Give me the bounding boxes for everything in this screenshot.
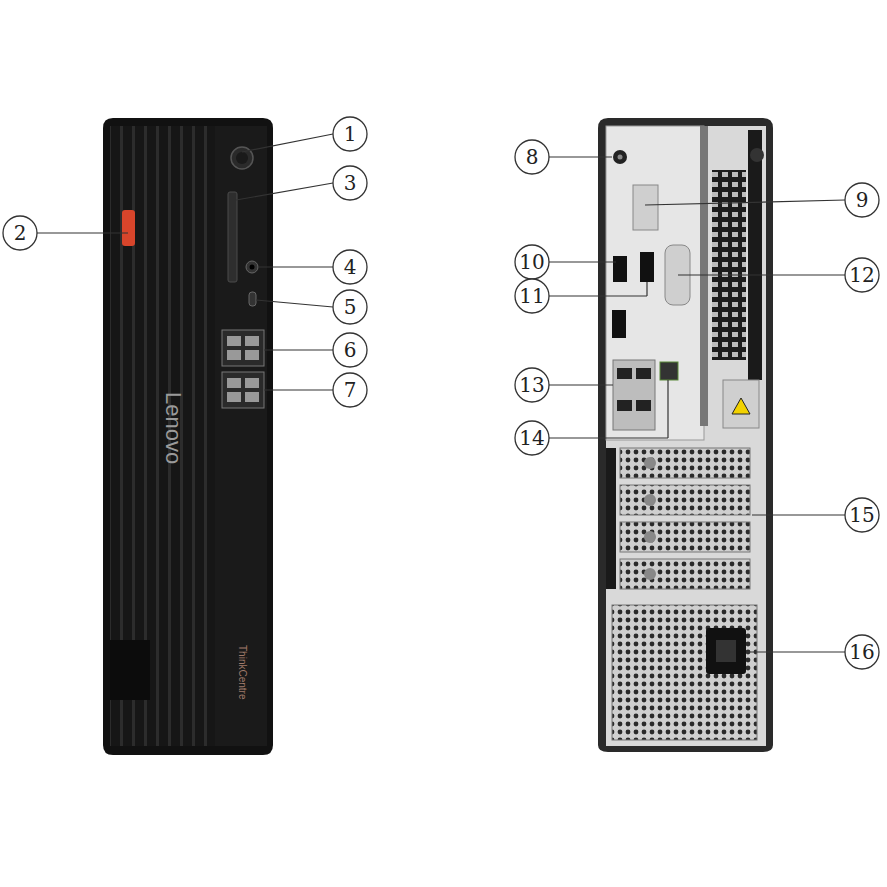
- callout-number: 14: [515, 421, 549, 455]
- callout-number: 1: [333, 117, 367, 151]
- callout-circles: [3, 117, 879, 669]
- callout-number: 2: [3, 216, 37, 250]
- callout-number: 3: [333, 166, 367, 200]
- callout-number: 11: [515, 279, 549, 313]
- callout-number: 6: [333, 333, 367, 367]
- callout-number: 8: [515, 140, 549, 174]
- front-view: [103, 118, 273, 755]
- rear-view: [598, 118, 773, 752]
- callout-number: 13: [515, 368, 549, 402]
- callout-number: 12: [845, 258, 879, 292]
- callout-number: 4: [333, 250, 367, 284]
- model-logo: ThinkCentre: [237, 645, 248, 699]
- callout-number: 7: [333, 373, 367, 407]
- callout-number: 15: [845, 498, 879, 532]
- callout-number: 10: [515, 245, 549, 279]
- callout-number: 16: [845, 635, 879, 669]
- callout-number: 5: [333, 290, 367, 324]
- leader-lines: [37, 134, 845, 652]
- brand-logo: Lenovo: [160, 392, 186, 464]
- callout-number: 9: [845, 183, 879, 217]
